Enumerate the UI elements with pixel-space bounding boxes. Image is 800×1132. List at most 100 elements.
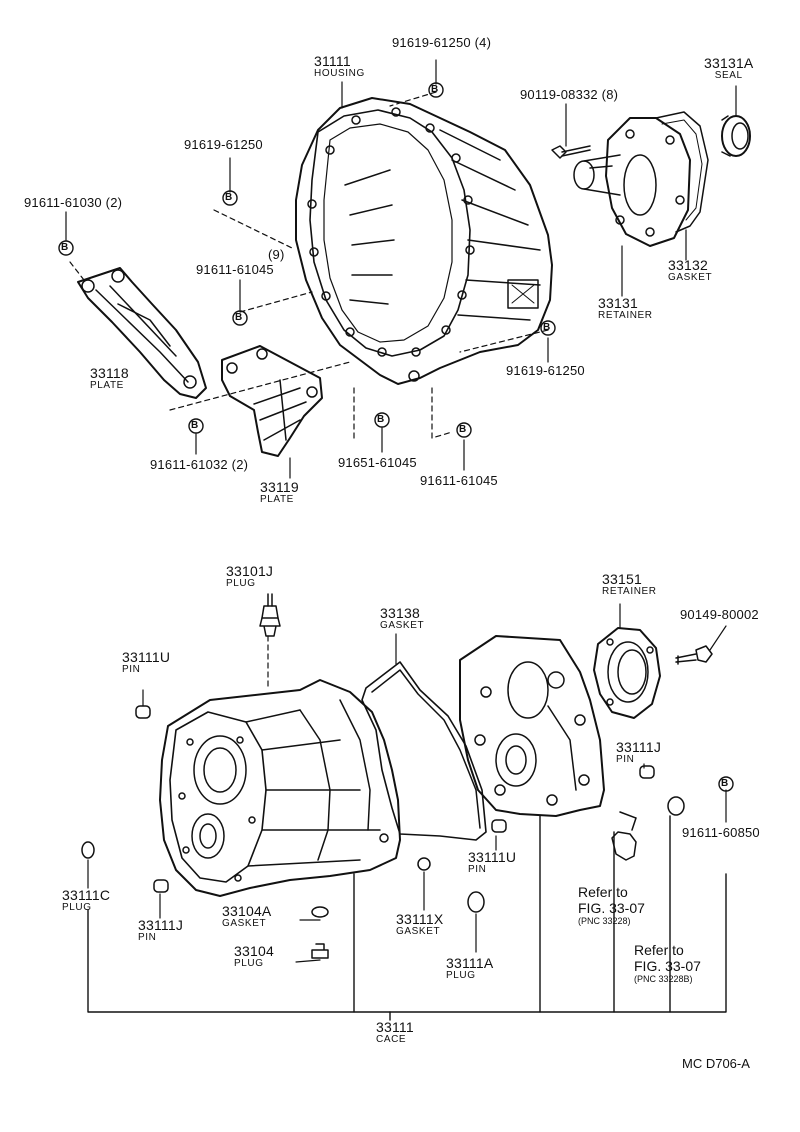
upper-solid-leaders [65,59,737,479]
b-markers-upper [58,82,556,438]
pnc-text: (PNC 33228B) [634,974,693,984]
part-number: 33111J [138,917,184,933]
bolt-label-left-2: 91611-61030 (2) [24,195,123,210]
bolt-label-lower-right: 91611-61045 [420,473,498,488]
part-number: 33111 [376,1019,414,1035]
part-number: 33111X [396,911,444,927]
gasket-label: 33132 GASKET [668,258,712,283]
bolt-90149-label: 90149-80002 [680,607,759,622]
part-name: PLUG [62,902,92,913]
bolt-label-retainer: 90119-08332 (8) [520,87,619,102]
plate-33118-drawing [77,267,207,399]
part-name: PLUG [226,578,256,589]
part-name: SEAL [714,70,743,81]
part-number: 33111U [468,849,517,865]
part-name: GASKET [222,918,267,929]
pin-33111j-bottom-label: 33111J PIN [138,918,183,943]
lower-leader-lines [87,603,727,963]
part-number: 33104 [234,943,274,959]
part-name: PLATE [90,380,124,391]
part-name: CACE [376,1034,407,1045]
part-number: 33104A [222,903,272,919]
fig-text: FIG. 33-07 [634,958,701,974]
part-number: 33151 [602,571,642,587]
gasket-33111x-label: 33111X GASKET [396,912,443,937]
plug-33104-label: 33104 PLUG [234,944,274,969]
part-name: GASKET [380,620,425,631]
part-number: 33132 [668,257,708,273]
part-number: 33119 [260,479,299,495]
bolt-label-lower-left: 91611-61032 (2) [150,457,249,472]
bolt-label-mid: 91611-61045 [196,262,274,277]
part-name: RETAINER [602,586,657,597]
part-number: 33111J [616,739,662,755]
plug-33101j-label: 33101J PLUG [226,564,273,589]
plug-33111c-label: 33111C PLUG [62,888,110,913]
b-marker-letter: B [225,192,233,203]
bolt-label-right: 91619-61250 [506,363,585,378]
part-name: PIN [468,864,487,875]
plug-33101j-drawing [259,593,281,637]
part-number: 31111 [314,53,351,69]
part-number: 33111U [122,649,171,665]
gasket-33138-drawing [361,661,487,841]
part-name: HOUSING [314,68,365,79]
b-marker-letter: B [431,84,439,95]
reference-note-1: Refer to FIG. 33-07 (PNC 33228) [578,884,645,926]
part-name: PIN [138,932,157,943]
adapter-plate-drawing [459,635,605,817]
retainer-33131-drawing [573,111,709,247]
part-name: GASKET [668,272,713,283]
fig-text: FIG. 33-07 [578,900,645,916]
pin-33111j-label: 33111J PIN [616,740,661,765]
b-marker-lower [718,776,734,792]
bolt-label-lower-mid: 91651-61045 [338,455,417,470]
part-name: PIN [122,664,141,675]
part-name: PLATE [260,494,294,505]
case-label: 33111 CACE [376,1020,414,1045]
b-marker-letter: B [191,420,199,431]
plate-33118-label: 33118 PLATE [90,366,129,391]
part-name: RETAINER [598,310,653,321]
retainer-33151-label: 33151 RETAINER [602,572,657,597]
part-number: 33111A [446,955,494,971]
seal-label: 33131A SEAL [704,56,753,81]
upper-leader-lines [69,91,549,439]
bolt-90119-drawing [551,145,591,159]
b-marker-letter: B [543,322,551,333]
housing-label: 31111 HOUSING [314,54,365,79]
pin-33111u-label: 33111U PIN [122,650,170,675]
part-number: 33138 [380,605,420,621]
part-name: PLUG [234,958,264,969]
refer-text: Refer to [578,884,628,900]
part-name: GASKET [396,926,441,937]
document-code: MC D706-A [682,1056,750,1071]
gasket-33104a-label: 33104A GASKET [222,904,271,929]
part-name: PLUG [446,970,476,981]
small-parts-drawing [81,705,685,959]
plug-33111a-label: 33111A PLUG [446,956,493,981]
gasket-33138-label: 33138 GASKET [380,606,424,631]
part-number: 33131A [704,55,754,71]
b-marker-letter: B [235,312,243,323]
part-number: 33131 [598,295,638,311]
bolt-label-left: 91619-61250 [184,137,263,152]
seal-33131a-drawing [721,115,751,157]
bolt-91611-60850-label: 91611-60850 [682,825,760,840]
b-marker-letter: B [721,778,729,789]
pnc-text: (PNC 33228) [578,916,631,926]
part-number: 33111C [62,887,111,903]
case-drawing [159,679,401,897]
retainer-33151-drawing [593,627,661,719]
part-number: 33101J [226,563,274,579]
pin-33111u-mid-label: 33111U PIN [468,850,516,875]
b-marker-letter: B [61,242,69,253]
bolt-90149-drawing [675,645,713,665]
qty-label: (9) [268,247,285,262]
case-bracket [87,815,727,1021]
plate-33119-label: 33119 PLATE [260,480,299,505]
bolt-label-top: 91619-61250 (4) [392,35,492,50]
reference-note-2: Refer to FIG. 33-07 (PNC 33228B) [634,942,701,984]
part-name: PIN [616,754,635,765]
